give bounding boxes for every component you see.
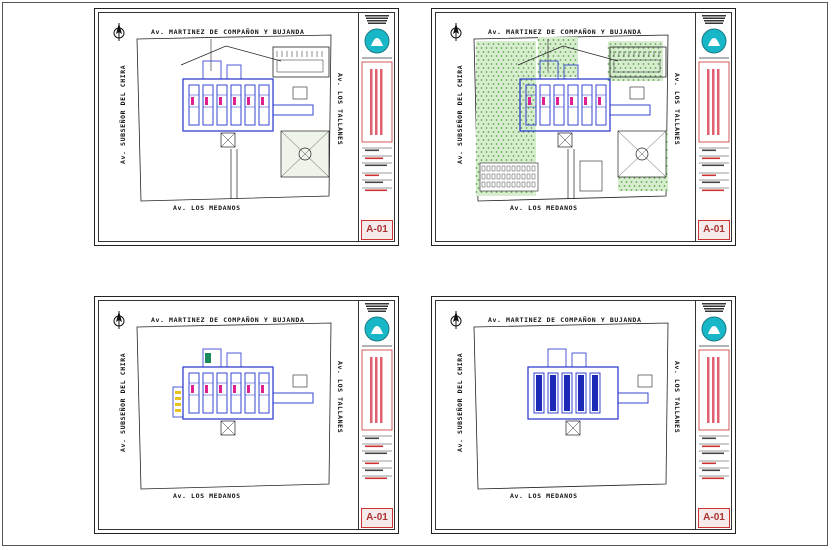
entry-block (565, 420, 581, 436)
entry-block (220, 132, 236, 148)
east-corridor (617, 392, 649, 404)
main-building (182, 366, 274, 420)
sheet-border (98, 12, 395, 242)
pavilion-block (575, 372, 587, 414)
pavilion-block (539, 84, 551, 126)
north-wing (202, 60, 222, 80)
site-boundary (136, 322, 332, 490)
east-annex (292, 86, 308, 100)
north-wing (547, 348, 567, 368)
sheet-border (435, 300, 732, 530)
street-label-south: Av. LOS MEDANOS (510, 204, 578, 212)
pavilion-block (188, 84, 200, 126)
site-boundary (473, 322, 669, 490)
south-pavilion (579, 160, 603, 192)
east-corridor (272, 392, 314, 404)
street-label-north: Av. MARTINEZ DE COMPAÑON Y BUJANDA (151, 28, 305, 36)
pavilion-block (244, 84, 256, 126)
east-annex (292, 374, 308, 388)
north-arrow-icon (113, 23, 125, 41)
site-plan-drawing (136, 34, 332, 202)
title-block: A-01 (695, 12, 732, 242)
plan-sheet-bottom-right[interactable]: Av. MARTINEZ DE COMPAÑON Y BUJANDA Av. LO… (431, 296, 736, 534)
pavilion-block (258, 84, 270, 126)
pavilion-block (581, 84, 593, 126)
plaza-fountain-icon (635, 147, 649, 161)
title-block: A-01 (358, 12, 395, 242)
plan-sheet-top-left[interactable]: Av. MARTINEZ DE COMPAÑON Y BUJANDA Av. LO… (94, 8, 399, 246)
north-wing (202, 348, 222, 368)
main-building (182, 78, 274, 132)
street-label-west: Av. SUBSEÑOR DEL CHIRA (119, 352, 127, 452)
plaza-fountain-icon (298, 147, 312, 161)
title-block-graphics (698, 303, 730, 480)
street-label-north: Av. MARTINEZ DE COMPAÑON Y BUJANDA (151, 316, 305, 324)
north-wing (226, 352, 242, 368)
site-plan-drawing (473, 322, 669, 490)
pavilion-block (216, 372, 228, 414)
plan-sheet-bottom-left[interactable]: Av. MARTINEZ DE COMPAÑON Y BUJANDA Av. LO… (94, 296, 399, 534)
street-label-north: Av. MARTINEZ DE COMPAÑON Y BUJANDA (488, 316, 642, 324)
pavilion-block (589, 372, 601, 414)
pavilion-block (561, 372, 573, 414)
street-label-south: Av. LOS MEDANOS (173, 204, 241, 212)
title-block: A-01 (695, 300, 732, 530)
street-label-west: Av. SUBSEÑOR DEL CHIRA (456, 352, 464, 452)
entry-block (220, 420, 236, 436)
plan-sheet-top-right[interactable]: Av. MARTINEZ DE COMPAÑON Y BUJANDA Av. LO… (431, 8, 736, 246)
sheet-border (98, 300, 395, 530)
title-block-graphics (698, 15, 730, 192)
east-annex (629, 86, 645, 100)
west-annex (172, 386, 184, 418)
pavilion-block (525, 84, 537, 126)
site-plan-drawing (136, 322, 332, 490)
sheet-border (435, 12, 732, 242)
pavilion-block (216, 84, 228, 126)
pavilion-block (553, 84, 565, 126)
sheet-number-label: A-01 (361, 220, 393, 240)
site-boundary (136, 34, 332, 202)
street-label-south: Av. LOS MEDANOS (510, 492, 578, 500)
north-wing (563, 64, 579, 80)
pavilion-block (230, 372, 242, 414)
sheet-number-label: A-01 (361, 508, 393, 528)
title-block-graphics (361, 303, 393, 480)
pavilion-block (244, 372, 256, 414)
street-label-west: Av. SUBSEÑOR DEL CHIRA (119, 64, 127, 164)
access-path (517, 45, 619, 66)
sheet-number-label: A-01 (698, 508, 730, 528)
pavilion-block (547, 372, 559, 414)
street-label-west: Av. SUBSEÑOR DEL CHIRA (456, 64, 464, 164)
parking-rows (479, 162, 539, 192)
north-arrow-icon (450, 311, 462, 329)
street-label-south: Av. LOS MEDANOS (173, 492, 241, 500)
title-block: A-01 (358, 300, 395, 530)
north-wing (539, 60, 559, 80)
title-block-graphics (361, 15, 393, 192)
parking-area (272, 46, 330, 78)
pavilion-block (202, 372, 214, 414)
pavilion-block (595, 84, 607, 126)
north-wing (226, 64, 242, 80)
pavilion-block (230, 84, 242, 126)
east-corridor (272, 104, 314, 116)
entry-block (557, 132, 573, 148)
pavilion-block (258, 372, 270, 414)
pavilion-block (188, 372, 200, 414)
pavilion-block (533, 372, 545, 414)
site-plan-drawing (473, 34, 669, 202)
north-arrow-icon (113, 311, 125, 329)
north-arrow-icon (450, 23, 462, 41)
pavilion-block (567, 84, 579, 126)
parking-area (609, 46, 667, 78)
street-label-north: Av. MARTINEZ DE COMPAÑON Y BUJANDA (488, 28, 642, 36)
east-corridor (609, 104, 651, 116)
access-path (180, 45, 282, 66)
north-wing (571, 352, 587, 368)
east-annex (637, 374, 653, 388)
pavilion-block (202, 84, 214, 126)
sheet-number-label: A-01 (698, 220, 730, 240)
